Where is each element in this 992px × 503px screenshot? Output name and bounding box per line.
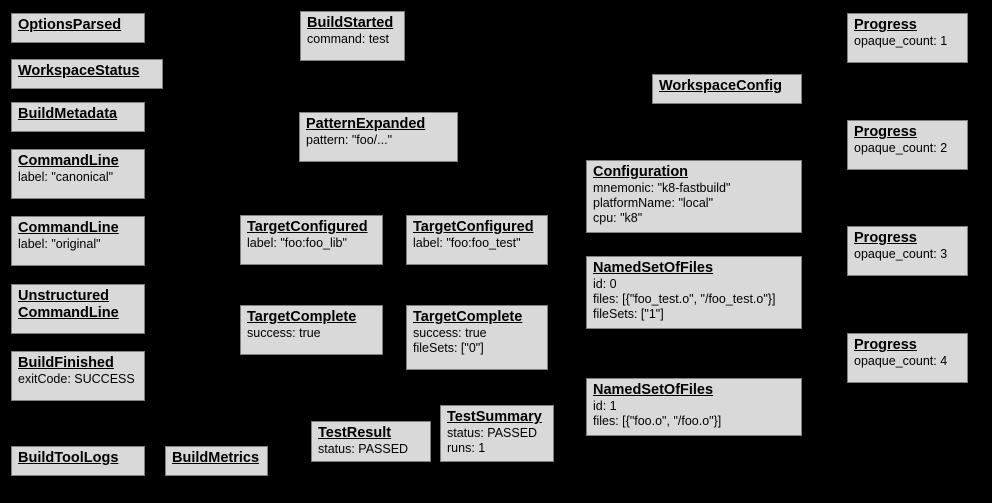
node-fields: label: "foo:foo_test" bbox=[413, 236, 541, 251]
node-title: Progress bbox=[854, 17, 917, 33]
node-fields: opaque_count: 3 bbox=[854, 247, 961, 262]
node-fields: label: "canonical" bbox=[18, 170, 138, 185]
node-title: TestSummary bbox=[447, 409, 542, 425]
node-title: WorkspaceConfig bbox=[659, 78, 783, 94]
node-title: Progress bbox=[854, 230, 917, 246]
node-field: platformName: "local" bbox=[593, 196, 714, 210]
node-fields: mnemonic: "k8-fastbuild"platformName: "l… bbox=[593, 181, 795, 226]
node-fields: status: PASSED bbox=[318, 442, 424, 457]
node-title: TestResult bbox=[318, 425, 392, 441]
node-options-parsed[interactable]: OptionsParsed bbox=[11, 13, 145, 43]
node-title: BuildToolLogs bbox=[18, 450, 119, 466]
node-field: id: 0 bbox=[593, 277, 617, 291]
node-workspace-config[interactable]: WorkspaceConfig bbox=[652, 74, 802, 104]
node-fields: pattern: "foo/..." bbox=[306, 133, 451, 148]
node-field: fileSets: ["1"] bbox=[593, 307, 664, 321]
node-fields: exitCode: SUCCESS bbox=[18, 372, 138, 387]
node-field: cpu: "k8" bbox=[593, 211, 643, 225]
node-field: opaque_count: 4 bbox=[854, 354, 948, 368]
node-unstructured-command-line[interactable]: Unstructured CommandLine bbox=[11, 284, 145, 334]
node-field: label: "original" bbox=[18, 237, 101, 251]
node-title: BuildMetadata bbox=[18, 106, 118, 122]
node-field: command: test bbox=[307, 32, 389, 46]
node-title: OptionsParsed bbox=[18, 17, 122, 33]
node-title: WorkspaceStatus bbox=[18, 63, 140, 79]
node-title: TargetComplete bbox=[413, 309, 523, 325]
node-field: status: PASSED bbox=[318, 442, 409, 456]
node-title: TargetConfigured bbox=[247, 219, 368, 235]
node-build-metrics[interactable]: BuildMetrics bbox=[165, 446, 268, 476]
node-fields: command: test bbox=[307, 32, 398, 47]
node-field: mnemonic: "k8-fastbuild" bbox=[593, 181, 731, 195]
node-field: files: [{"foo.o", "/foo.o"}] bbox=[593, 414, 722, 428]
node-fields: label: "foo:foo_lib" bbox=[247, 236, 376, 251]
node-field: label: "foo:foo_test" bbox=[413, 236, 521, 250]
node-title: BuildFinished bbox=[18, 355, 114, 371]
node-field: files: [{"foo_test.o", "/foo_test.o"}] bbox=[593, 292, 776, 306]
node-title: Configuration bbox=[593, 164, 689, 180]
node-title: TargetComplete bbox=[247, 309, 357, 325]
node-field: opaque_count: 2 bbox=[854, 141, 948, 155]
node-fields: label: "original" bbox=[18, 237, 138, 252]
node-field: runs: 1 bbox=[447, 441, 486, 455]
node-title: Progress bbox=[854, 337, 917, 353]
node-field: success: true bbox=[413, 326, 487, 340]
node-title: CommandLine bbox=[18, 220, 119, 236]
node-field: success: true bbox=[247, 326, 321, 340]
node-title: CommandLine bbox=[18, 153, 119, 169]
node-field: opaque_count: 3 bbox=[854, 247, 948, 261]
node-field: exitCode: SUCCESS bbox=[18, 372, 135, 386]
node-field: label: "canonical" bbox=[18, 170, 114, 184]
node-field: fileSets: ["0"] bbox=[413, 341, 484, 355]
node-title: TargetConfigured bbox=[413, 219, 534, 235]
node-workspace-status[interactable]: WorkspaceStatus bbox=[11, 59, 163, 89]
node-title: BuildMetrics bbox=[172, 450, 260, 466]
node-field: id: 1 bbox=[593, 399, 617, 413]
node-title: Unstructured CommandLine bbox=[18, 288, 119, 321]
node-fields: opaque_count: 4 bbox=[854, 354, 961, 369]
node-field: label: "foo:foo_lib" bbox=[247, 236, 347, 250]
node-build-metadata[interactable]: BuildMetadata bbox=[11, 102, 145, 132]
node-field: status: PASSED bbox=[447, 426, 538, 440]
node-title: BuildStarted bbox=[307, 15, 394, 31]
node-fields: opaque_count: 1 bbox=[854, 34, 961, 49]
node-title: NamedSetOfFiles bbox=[593, 382, 714, 398]
node-title: Progress bbox=[854, 124, 917, 140]
node-title: NamedSetOfFiles bbox=[593, 260, 714, 276]
node-field: opaque_count: 1 bbox=[854, 34, 948, 48]
node-field: pattern: "foo/..." bbox=[306, 133, 393, 147]
node-fields: success: true bbox=[247, 326, 376, 341]
node-title: PatternExpanded bbox=[306, 116, 426, 132]
node-fields: opaque_count: 2 bbox=[854, 141, 961, 156]
node-build-tool-logs[interactable]: BuildToolLogs bbox=[11, 446, 145, 476]
